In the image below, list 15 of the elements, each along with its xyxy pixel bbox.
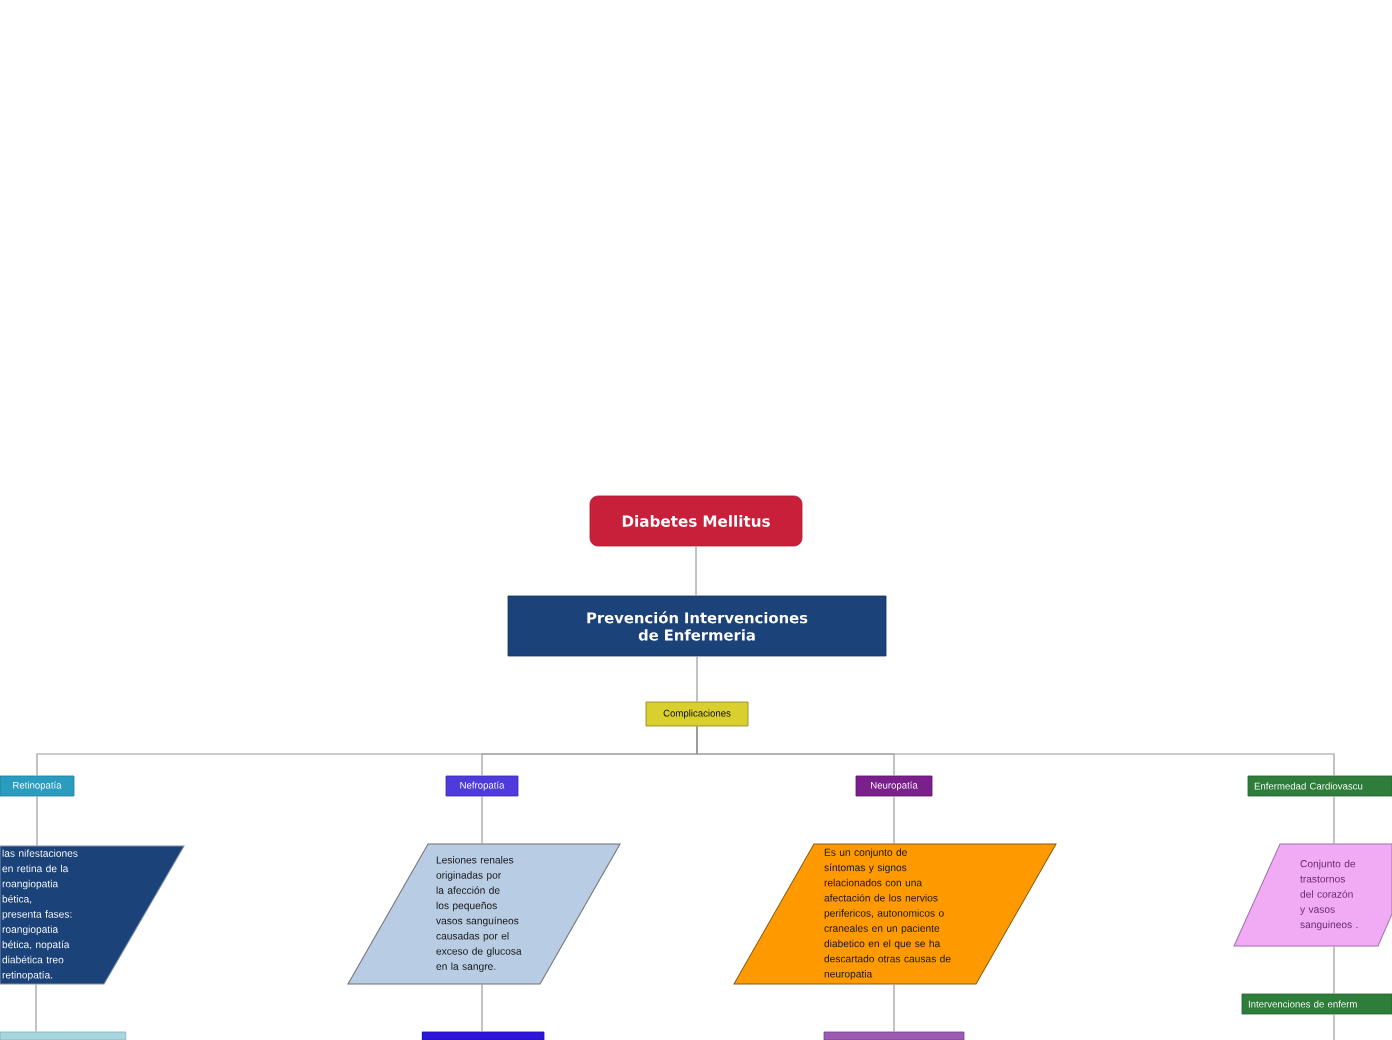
connector-line [36, 795, 38, 847]
partial-box [421, 1031, 545, 1040]
connector-line [481, 983, 483, 1033]
connector-line [481, 795, 483, 845]
partial-box [0, 1031, 127, 1040]
connector-line [893, 795, 895, 845]
connector-line [696, 655, 698, 703]
connector-line [696, 725, 1335, 777]
partial-box [823, 1031, 965, 1040]
connector-line [695, 545, 697, 597]
connector-line [1333, 795, 1335, 845]
connector-line [1333, 945, 1335, 995]
connector-line [1333, 1013, 1335, 1040]
connector-line [893, 983, 895, 1033]
connector-line [35, 983, 37, 1033]
